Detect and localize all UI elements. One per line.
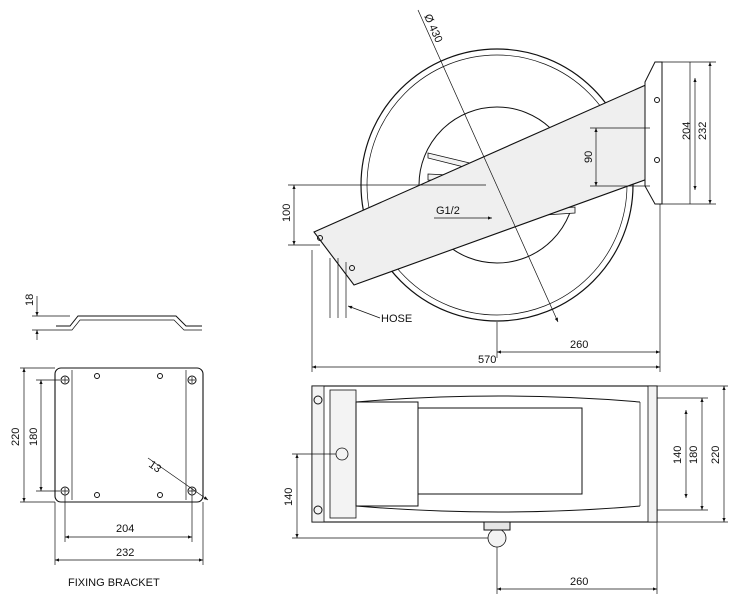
drum-flange <box>355 395 641 403</box>
dim-220-front: 220 <box>710 446 722 464</box>
bracket-profile <box>56 319 202 331</box>
bracket-hole <box>187 375 197 385</box>
dim-140-front-right: 140 <box>672 446 684 464</box>
dim-232-bracket: 232 <box>116 547 134 559</box>
dim-260-top: 260 <box>570 339 588 351</box>
dim-140-front-left: 140 <box>283 488 295 506</box>
thread-label: G1/2 <box>436 205 460 217</box>
bolt <box>349 265 355 271</box>
dim-180-bracket: 180 <box>28 428 40 446</box>
wall-plate-front <box>647 385 658 523</box>
hub-body <box>355 401 419 507</box>
drum-core <box>417 407 583 495</box>
diameter-label: Ø 430 <box>421 12 444 44</box>
hose-guide <box>329 258 347 318</box>
front-view: 220 180 140 140 260 <box>283 385 728 594</box>
fixing-bracket: 18 13 220 180 204 232 FIXI <box>10 294 209 589</box>
bracket-hole <box>157 373 163 379</box>
dim-13: 13 <box>146 459 163 476</box>
drum-flange <box>355 505 641 513</box>
bolt <box>317 235 323 241</box>
dim-260-bottom: 260 <box>570 576 588 588</box>
bracket-hole <box>157 492 163 498</box>
wall-plate <box>644 61 663 205</box>
dim-220-bracket: 220 <box>10 428 22 446</box>
frame-bolt <box>313 395 323 405</box>
frame-bolt <box>313 505 323 515</box>
side-view: Ø 430 232 204 90 100 G1/2 HOSE 570 260 <box>281 9 716 372</box>
bracket-profile <box>56 315 202 327</box>
bracket-plate <box>54 367 204 503</box>
bracket-hole <box>94 492 100 498</box>
axle-bolt <box>335 447 349 461</box>
dim-204: 204 <box>681 122 693 140</box>
inlet-stub <box>483 521 511 531</box>
dim-232: 232 <box>697 122 709 140</box>
dim-18: 18 <box>24 294 36 306</box>
bracket-title: FIXING BRACKET <box>68 577 160 589</box>
bracket-hole <box>94 373 100 379</box>
hose-label: HOSE <box>381 313 412 325</box>
bolt <box>654 157 660 163</box>
dim-180-front: 180 <box>688 446 700 464</box>
inlet-fitting <box>487 528 507 548</box>
bolt <box>654 97 660 103</box>
bracket-hole <box>60 375 70 385</box>
dim-90: 90 <box>583 151 595 163</box>
dim-100: 100 <box>281 204 293 222</box>
dim-570: 570 <box>478 354 496 366</box>
dim-204-bracket: 204 <box>116 523 134 535</box>
